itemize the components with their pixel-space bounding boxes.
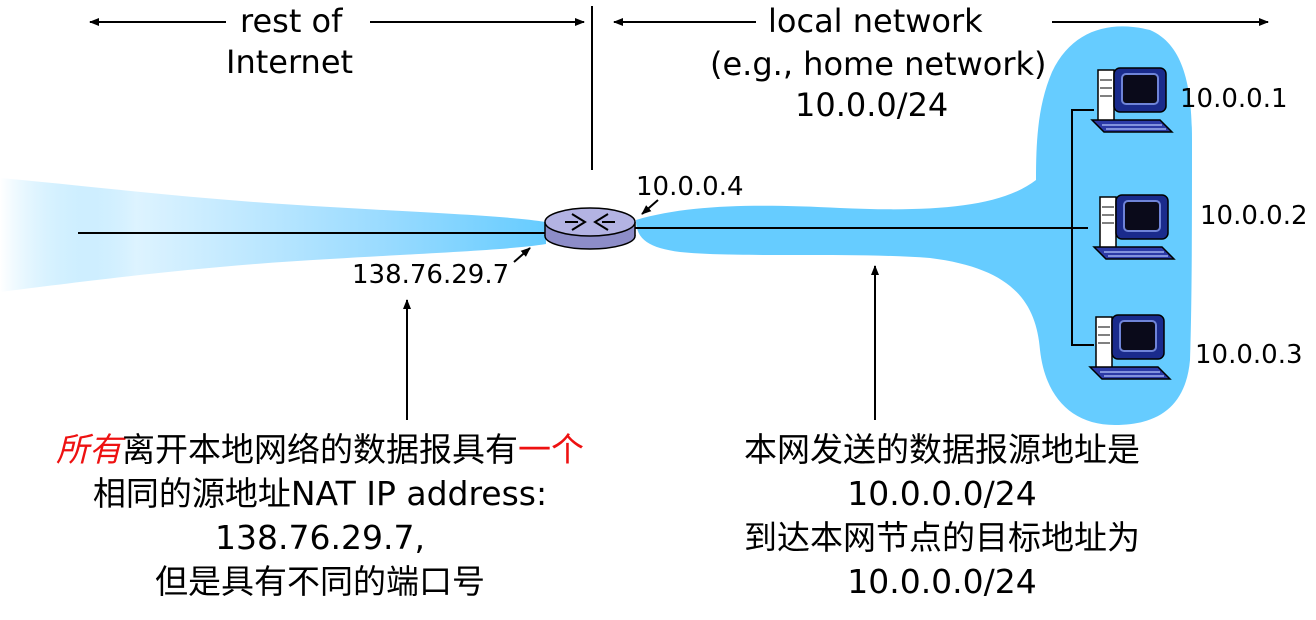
internet-cloud [0,178,546,292]
router-outside-ip: 138.76.29.7 [352,260,510,290]
local-subnet-label: 10.0.0/24 [795,86,949,124]
left-note-line-3: 138.76.29.7, [215,518,425,557]
host-2-computer-icon [1093,194,1175,260]
local-network-cloud [636,26,1192,426]
host-1-ip: 10.0.0.1 [1180,84,1288,114]
home-network-label: (e.g., home network) [710,45,1047,83]
right-note-line-4: 10.0.0.0/24 [847,562,1037,601]
left-note-emphasis-1: 所有 [56,430,122,469]
internet-label: Internet [226,43,354,81]
left-note-line-4: 但是具有不同的端口号 [155,562,485,601]
right-note: 本网发送的数据报源地址是 10.0.0.0/24 到达本网节点的目标地址为 10… [692,428,1192,604]
right-note-line-2: 10.0.0.0/24 [847,474,1037,513]
left-note-line-1: 所有离开本地网络的数据报具有一个 [10,428,630,472]
nat-router-icon [544,207,636,250]
left-note-emphasis-2: 一个 [518,430,584,469]
right-note-line-3: 到达本网节点的目标地址为 [744,518,1140,557]
host-1-computer-icon [1091,67,1173,133]
left-note: 所有离开本地网络的数据报具有一个 相同的源地址NAT IP address: 1… [10,428,630,604]
inside-ip-arrow [641,199,659,215]
left-note-text-1: 离开本地网络的数据报具有 [122,430,518,469]
local-network-label: local network [768,2,983,40]
host-3-computer-icon [1089,314,1171,380]
lan-bus [1071,109,1094,346]
left-note-line-2: 相同的源地址NAT IP address: [92,474,548,513]
right-note-line-1: 本网发送的数据报源地址是 [744,430,1140,469]
host-3-ip: 10.0.0.3 [1195,340,1303,370]
outside-ip-arrow [513,247,531,263]
router-inside-ip: 10.0.0.4 [636,172,744,202]
rest-of-internet-label: rest of [240,2,343,40]
host-2-ip: 10.0.0.2 [1200,201,1308,231]
